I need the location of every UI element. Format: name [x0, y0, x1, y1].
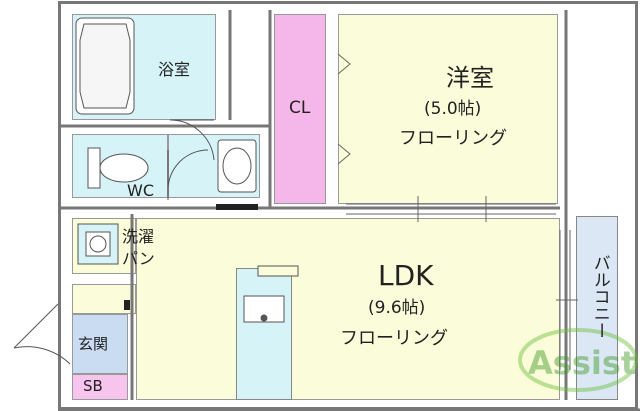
- western-room-name: 洋室: [446, 64, 494, 92]
- western-room-floor: フローリング: [399, 128, 507, 149]
- assist-logo-icon: Assist: [518, 328, 638, 392]
- balcony-label: バルコニー: [589, 254, 610, 339]
- ldk-size: (9.6帖): [368, 298, 426, 318]
- shoe-box: [72, 374, 128, 400]
- closet: [274, 14, 326, 204]
- washbasin-icon: [217, 139, 257, 193]
- ldk-floor: フローリング: [340, 328, 448, 349]
- toilet-icon: [87, 147, 149, 189]
- entrance-door-icon: [13, 303, 71, 365]
- bath-label: 浴室: [158, 60, 191, 79]
- washer-label-2: パン: [122, 249, 155, 268]
- balcony: [576, 216, 618, 400]
- western-room: [338, 14, 558, 204]
- ldk-room: [136, 218, 560, 400]
- shoebox-label: SB: [83, 377, 103, 395]
- kitchen-sink-icon: [243, 265, 299, 323]
- bath-door-icon: [169, 119, 215, 161]
- entrance-label: 玄関: [78, 335, 109, 353]
- kitchen-counter: [236, 268, 292, 400]
- washer-pan-icon: [77, 223, 119, 265]
- bathtub-icon: [75, 17, 135, 115]
- ldk-name: LDK: [378, 259, 434, 292]
- toilet-label: WC: [127, 181, 154, 200]
- washer-label-1: 洗濯: [122, 227, 155, 246]
- closet-label: CL: [289, 98, 311, 118]
- svg-text:Assist: Assist: [528, 344, 636, 382]
- western-room-size: (5.0帖): [424, 99, 482, 119]
- entrance: [72, 314, 128, 374]
